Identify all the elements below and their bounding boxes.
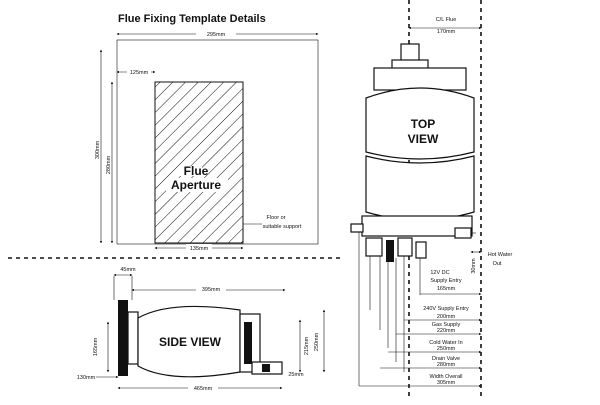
template-outline xyxy=(116,39,319,245)
side-view-drawing: 45mm 395mm SIDE VIEW 165mm 130mm 215mm 2… xyxy=(77,267,326,392)
fitting-left xyxy=(350,223,364,233)
dim-250-side-label: 250mm xyxy=(314,332,320,351)
dim-465-label: 465mm xyxy=(194,386,213,392)
dim-130-label: 130mm xyxy=(77,375,96,381)
top-view-drawing: C/L Flue 170mm TOP VIEW 30mm Hot Water O… xyxy=(350,17,513,388)
wall-plate xyxy=(118,300,128,376)
dim-465-bg xyxy=(188,384,218,392)
dim-gas-label: Gas Supply xyxy=(432,322,461,328)
dim-395-bg xyxy=(196,285,226,293)
dim-295-label: 295mm xyxy=(207,32,226,38)
cl-flue-value: 170mm xyxy=(437,29,456,35)
flue-terminal xyxy=(127,311,139,365)
aperture-label-line1: Flue xyxy=(184,164,209,178)
dim-215-label: 215mm xyxy=(304,336,310,355)
diagram-title: Flue Fixing Template Details xyxy=(118,13,266,25)
aperture-label-line2: Aperture xyxy=(171,178,221,192)
dim-220-value: 220mm xyxy=(437,328,456,334)
dim-drain-label: Drain Valve xyxy=(432,356,460,362)
dim-cold-water-label: Cold Water In xyxy=(429,340,462,346)
top-body-upper xyxy=(365,87,475,160)
side-view-label: SIDE VIEW xyxy=(159,335,222,349)
dim-125-label: 125mm xyxy=(130,70,149,76)
dim-165-side-label: 165mm xyxy=(93,337,99,356)
dim-280-value: 280mm xyxy=(437,362,456,368)
dim-300-label: 300mm xyxy=(95,140,101,159)
dim-supply-entry-label: Supply Entry xyxy=(430,278,461,284)
top-cap xyxy=(373,67,467,91)
hot-water-outlet xyxy=(454,227,472,239)
dim-295-bg xyxy=(196,30,236,38)
aperture-text-bg-1 xyxy=(178,166,202,176)
fitting-b xyxy=(386,240,394,262)
dim-135-bg xyxy=(186,244,212,252)
dim-200-value: 200mm xyxy=(437,314,456,320)
hot-water-dim-label: 30mm xyxy=(471,258,477,274)
side-valve xyxy=(262,364,270,372)
aperture-text-bg-2 xyxy=(166,178,228,192)
floor-label-line2: suitable support xyxy=(263,224,302,230)
hot-water-label-line1: Hot Water xyxy=(488,252,513,258)
dim-width-overall-label: Width Overall xyxy=(429,374,462,380)
flue-aperture xyxy=(154,81,244,244)
fitting-c xyxy=(397,237,413,257)
dim-240v-label: 240V Supply Entry xyxy=(423,306,469,312)
dim-45-label: 45mm xyxy=(120,267,136,273)
dim-250-value: 250mm xyxy=(437,346,456,352)
dim-125-bg xyxy=(127,68,151,76)
dim-305-value: 305mm xyxy=(437,380,456,386)
dim-280-label: 280mm xyxy=(106,155,112,174)
dim-165-value: 165mm xyxy=(437,286,456,292)
fitting-a xyxy=(365,237,383,257)
top-view-label-line1: TOP xyxy=(411,117,435,131)
flue-fixing-template: 295mm 125mm 300mm 280mm Flue Aperture 13… xyxy=(95,30,319,252)
dim-135-label: 135mm xyxy=(190,246,209,252)
top-body-lower xyxy=(365,155,475,221)
cl-flue-label: C/L Flue xyxy=(436,17,457,23)
side-end-fitting xyxy=(244,322,252,364)
floor-label-line1: Floor or xyxy=(267,215,286,221)
fitting-d xyxy=(415,241,427,259)
top-view-label-line2: VIEW xyxy=(408,132,439,146)
dim-25-label: 25mm xyxy=(288,372,304,378)
hot-water-label-line2: Out xyxy=(493,261,502,267)
dim-12vdc-label: 12V DC xyxy=(430,270,449,276)
dim-395-label: 395mm xyxy=(202,287,221,293)
